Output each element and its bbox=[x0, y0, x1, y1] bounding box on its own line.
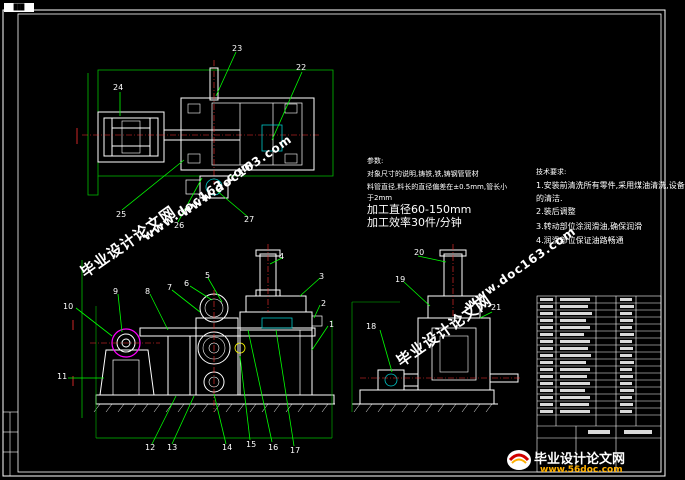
callout-26: 26 bbox=[174, 221, 185, 230]
params-line-3: 于2mm bbox=[367, 194, 393, 202]
callout-1: 1 bbox=[329, 320, 335, 329]
left-margin-ticks bbox=[3, 411, 18, 476]
bom-table bbox=[536, 295, 662, 473]
callout-14: 14 bbox=[222, 443, 233, 452]
callout-3: 3 bbox=[319, 272, 325, 281]
brand-name: 毕业设计论文网 bbox=[534, 452, 626, 467]
leader-lines bbox=[68, 51, 493, 447]
requirement-1b: 的清洁. bbox=[536, 194, 563, 203]
callout-2: 2 bbox=[321, 299, 327, 308]
params-line-5: 加工效率30件/分钟 bbox=[367, 216, 462, 229]
front-view bbox=[72, 244, 335, 439]
callout-17: 17 bbox=[290, 446, 301, 455]
callout-27: 27 bbox=[244, 215, 255, 224]
callout-15: 15 bbox=[246, 440, 257, 449]
callout-7: 7 bbox=[167, 283, 173, 292]
brand-logo-icon bbox=[507, 450, 531, 470]
top-view bbox=[76, 60, 334, 199]
requirement-4: 4.润滑部位保证油路畅通 bbox=[536, 236, 624, 245]
requirement-2: 2.装后调整 bbox=[536, 207, 576, 216]
params-heading: 参数: bbox=[367, 157, 384, 165]
cad-drawing bbox=[2, 9, 666, 477]
callout-11: 11 bbox=[57, 372, 68, 381]
params-line-1: 对象尺寸的说明,铸铁,铁,铸钢管管材 bbox=[367, 170, 479, 178]
callout-19: 19 bbox=[395, 275, 406, 284]
callout-6: 6 bbox=[184, 279, 190, 288]
requirement-1: 1.安装前清洗所有零件,采用煤油清洗,设备 bbox=[536, 181, 685, 190]
callout-22: 22 bbox=[296, 63, 307, 72]
callout-18: 18 bbox=[366, 322, 377, 331]
params-line-4: 加工直径60-150mm bbox=[367, 203, 472, 216]
requirements-heading: 技术要求: bbox=[536, 168, 567, 176]
callout-12: 12 bbox=[145, 443, 156, 452]
callout-21: 21 bbox=[491, 303, 502, 312]
side-view bbox=[351, 244, 520, 413]
callout-5: 5 bbox=[205, 271, 211, 280]
callout-13: 13 bbox=[167, 443, 178, 452]
callout-20: 20 bbox=[414, 248, 425, 257]
callout-23: 23 bbox=[232, 44, 243, 53]
callout-9: 9 bbox=[113, 287, 119, 296]
params-line-2: 料管直径,料长的直径偏差在±0.5mm,管长小 bbox=[367, 183, 508, 191]
requirement-3: 3.转动部位涂润滑油,确保润滑 bbox=[536, 222, 643, 231]
callout-25: 25 bbox=[116, 210, 127, 219]
brand-url: www.56doc.com bbox=[540, 465, 623, 475]
drawing-border bbox=[2, 9, 666, 477]
callout-16: 16 bbox=[268, 443, 279, 452]
inner-border bbox=[17, 13, 662, 473]
bom-cell-marks bbox=[540, 298, 652, 434]
callout-10: 10 bbox=[63, 302, 74, 311]
callout-24: 24 bbox=[113, 83, 124, 92]
drawing-tag: ███ bbox=[4, 3, 34, 12]
callout-4: 4 bbox=[279, 252, 285, 261]
callout-8: 8 bbox=[145, 287, 151, 296]
